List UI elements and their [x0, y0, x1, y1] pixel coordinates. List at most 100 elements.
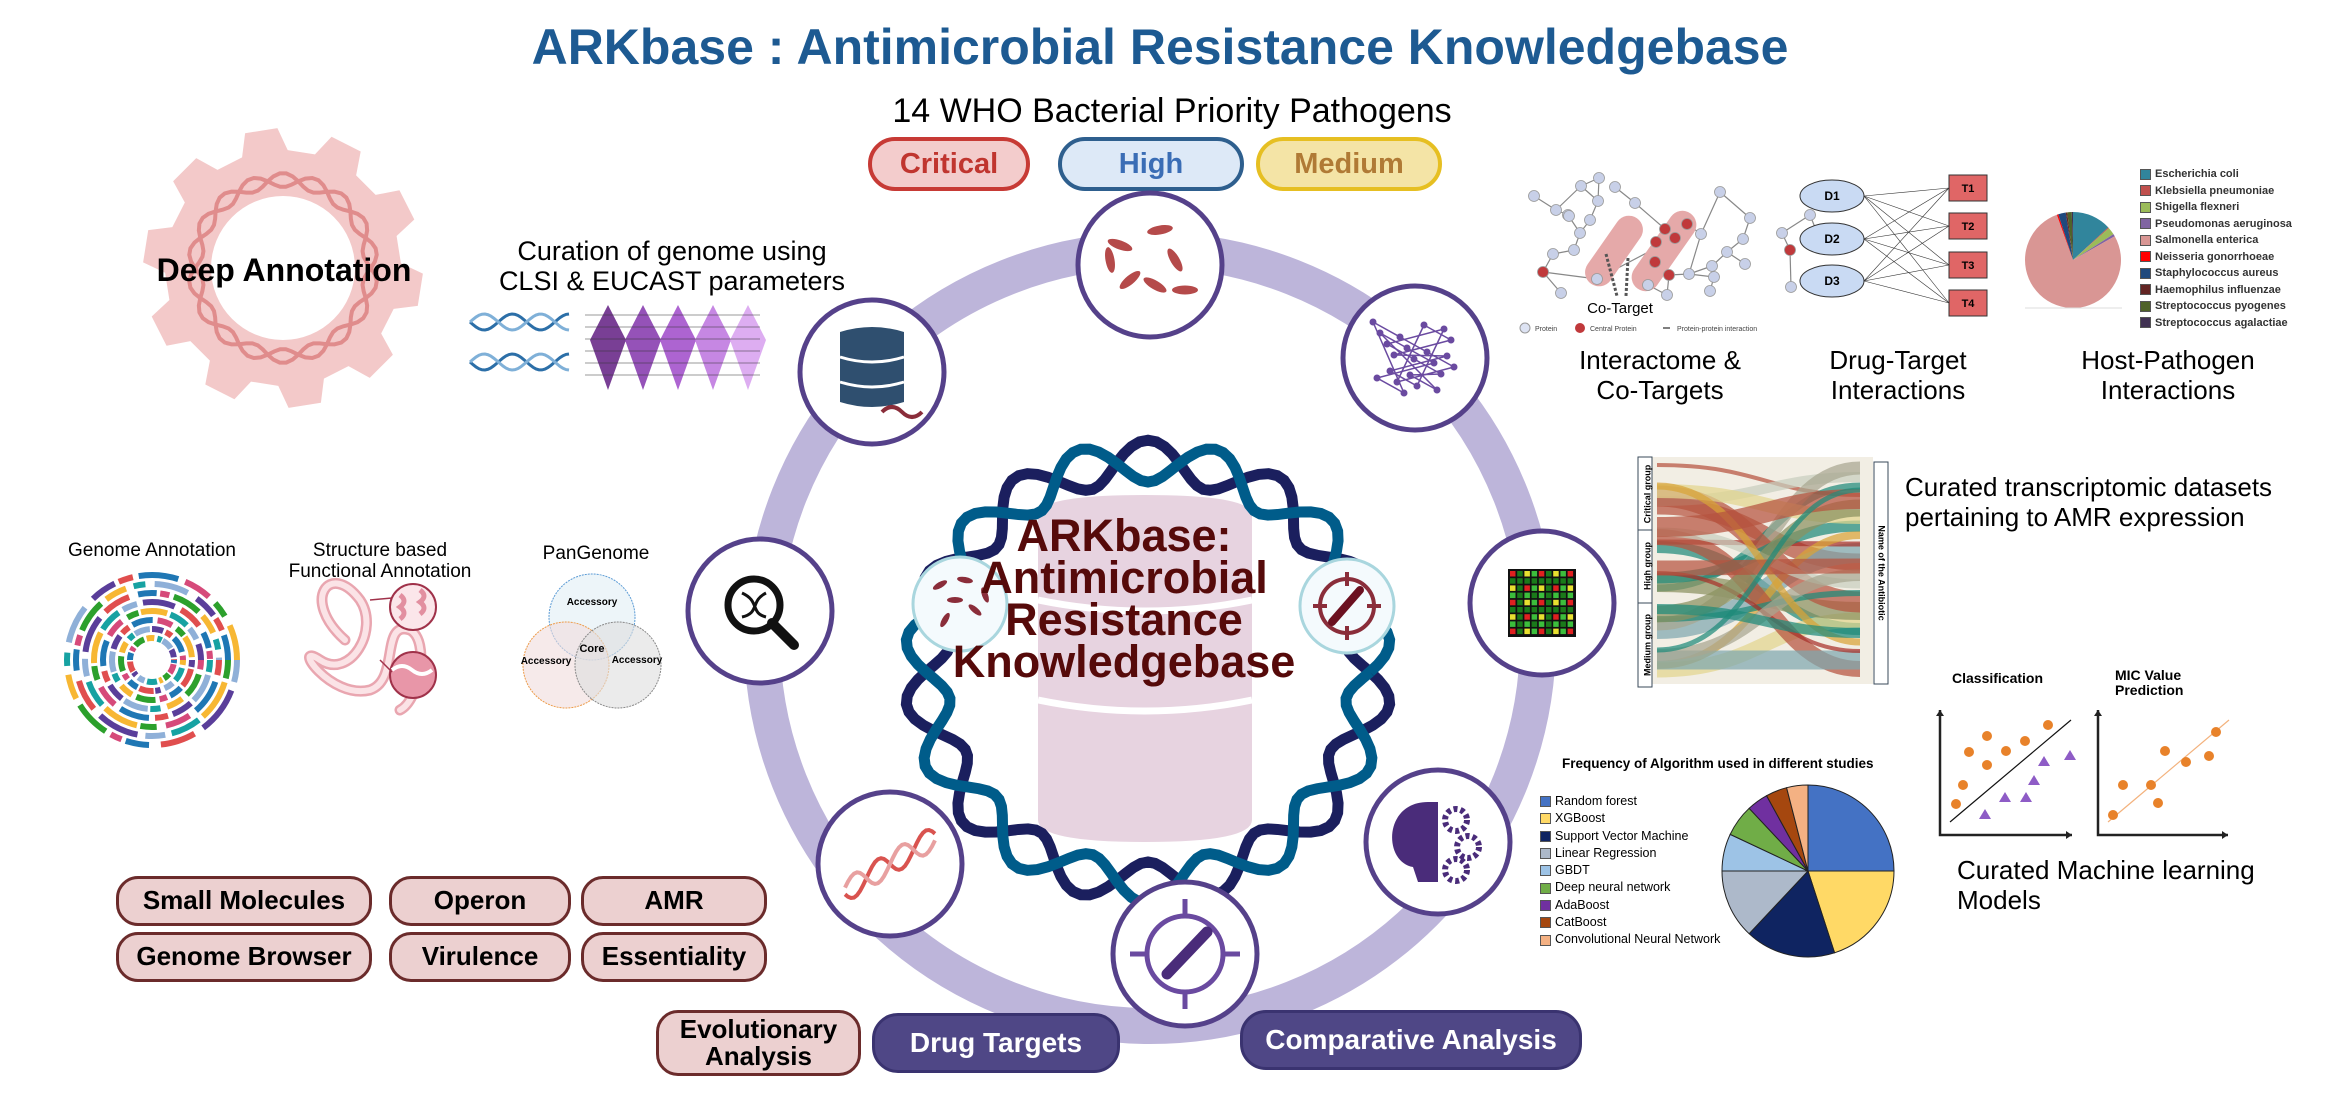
- legend-label: Linear Regression: [1555, 845, 1657, 860]
- class-point-triangle: [1999, 792, 2011, 802]
- mic-prediction-title: MIC Value Prediction: [2115, 668, 2183, 698]
- venn-accessory-label: Accessory: [612, 655, 663, 666]
- priority-medium-badge[interactable]: Medium: [1256, 137, 1442, 191]
- class-point: [1958, 780, 1968, 790]
- legend-item: Staphylococcus aureus: [2140, 265, 2292, 282]
- genome-annotation-label: Genome Annotation: [68, 540, 236, 561]
- legend-swatch: [2140, 185, 2151, 197]
- class-point-triangle: [2038, 756, 2050, 766]
- ml-label: Curated Machine learning Models: [1957, 855, 2255, 915]
- center-title-line: Antimicrobial: [980, 552, 1268, 603]
- algorithm-chart-title: Frequency of Algorithm used in different…: [1562, 756, 1874, 771]
- dna-search-icon: [685, 536, 835, 686]
- bacteria-icon: [1075, 190, 1225, 340]
- drug-node: [1799, 179, 1865, 213]
- protein-legend-label: Protein: [1535, 326, 1557, 333]
- classification-title: Classification: [1952, 670, 2044, 686]
- mic-point: [2108, 810, 2118, 820]
- legend-item: Streptococcus pyogenes: [2140, 298, 2292, 315]
- legend-label: XGBoost: [1555, 811, 1606, 826]
- interactome-label-line: Co-Targets: [1596, 375, 1724, 405]
- module-evolutionary-analysis[interactable]: Evolutionary Analysis: [656, 1010, 861, 1076]
- host-slice-staphylococcus-aureus: [2058, 212, 2073, 260]
- feature-essentiality[interactable]: Essentiality: [581, 932, 767, 982]
- genome-annotation-circos-icon: [64, 572, 240, 748]
- feature-amr[interactable]: AMR: [581, 876, 767, 926]
- legend-item: GBDT: [1540, 862, 1720, 879]
- class-point: [1964, 747, 1974, 757]
- legend-label: CatBoost: [1555, 915, 1607, 930]
- module-comparative-analysis[interactable]: Comparative Analysis: [1240, 1010, 1582, 1070]
- mic-point: [2118, 780, 2128, 790]
- database-dna-icon: [797, 297, 947, 447]
- algo-slice-random-forest: [1807, 784, 1895, 872]
- drug-label: D1: [1824, 189, 1840, 203]
- legend-swatch: [1540, 813, 1551, 825]
- mic-point: [2153, 798, 2163, 808]
- transcriptomic-label-line: pertaining to AMR expression: [1905, 502, 2245, 532]
- legend-label: Escherichia coli: [2155, 168, 2239, 180]
- algorithm-frequency-pie-chart: [1721, 784, 1895, 958]
- center-target-icon: [1298, 557, 1396, 655]
- target-node: [1948, 251, 1988, 279]
- legend-item: Neisseria gonorrhoeae: [2140, 249, 2292, 266]
- legend-label: Neisseria gonorrhoeae: [2155, 250, 2275, 263]
- priority-high-badge[interactable]: High: [1058, 137, 1244, 191]
- module-drug-targets[interactable]: Drug Targets: [872, 1013, 1120, 1073]
- class-point: [1951, 799, 1961, 809]
- legend-item: Convolutional Neural Network: [1540, 931, 1720, 948]
- host-slice-streptococcus-agalactiae: [2071, 212, 2073, 260]
- drug-label: D2: [1824, 232, 1840, 246]
- legend-item: Haemophilus influenzae: [2140, 282, 2292, 299]
- transcriptomic-label-line: Curated transcriptomic datasets: [1905, 472, 2273, 502]
- database-icon: [1037, 495, 1253, 842]
- legend-item: Streptococcus agalactiae: [2140, 315, 2292, 332]
- legend-swatch: [2140, 317, 2151, 329]
- drug-target-label-line: Drug-Target: [1829, 345, 1967, 375]
- legend-item: Linear Regression: [1540, 845, 1720, 862]
- legend-swatch: [1540, 865, 1551, 877]
- mic-point: [2181, 757, 2191, 767]
- mic-point: [2211, 727, 2221, 737]
- legend-item: Escherichia coli: [2140, 166, 2292, 183]
- legend-item: Salmonella enterica: [2140, 232, 2292, 249]
- curation-dna-filter-icon: [469, 305, 766, 390]
- class-point-triangle: [2028, 775, 2040, 785]
- legend-label: Deep neural network: [1555, 880, 1671, 895]
- drug-target-label: Drug-Target Interactions: [1829, 345, 1966, 405]
- legend-swatch: [2140, 234, 2151, 246]
- legend-label: Haemophilus influenzae: [2155, 283, 2281, 296]
- legend-swatch: [2140, 168, 2151, 180]
- feature-small-molecules[interactable]: Small Molecules: [116, 876, 372, 926]
- host-slice-pseudomonas-aeruginosa: [2073, 234, 2115, 260]
- feature-operon[interactable]: Operon: [389, 876, 571, 926]
- legend-swatch: [1540, 899, 1551, 911]
- drug-node: [1799, 222, 1865, 256]
- central-protein-legend-marker: [1575, 323, 1585, 333]
- legend-swatch: [2140, 267, 2151, 279]
- legend-label: Support Vector Machine: [1555, 828, 1689, 843]
- algo-slice-support-vector-machine: [1748, 870, 1836, 958]
- legend-swatch: [1540, 934, 1551, 946]
- mic-point: [2160, 746, 2170, 756]
- feature-virulence[interactable]: Virulence: [389, 932, 571, 982]
- legend-swatch: [2140, 284, 2151, 296]
- pangenome-label: PanGenome: [542, 543, 650, 564]
- venn-accessory-label: Accessory: [567, 597, 618, 608]
- curation-line: CLSI & EUCAST parameters: [498, 266, 846, 296]
- feature-genome-browser[interactable]: Genome Browser: [116, 932, 372, 982]
- legend-swatch: [1540, 830, 1551, 842]
- priority-critical-badge[interactable]: Critical: [868, 137, 1030, 191]
- gear-icon: [143, 128, 423, 408]
- class-point: [1982, 760, 1992, 770]
- class-point-triangle: [2064, 750, 2076, 760]
- legend-swatch: [2140, 251, 2151, 263]
- target-label: T2: [1962, 221, 1975, 233]
- legend-item: Support Vector Machine: [1540, 828, 1720, 845]
- ml-model-plots: [1936, 710, 2230, 839]
- legend-label: GBDT: [1555, 863, 1590, 878]
- drug-label: D3: [1824, 274, 1840, 288]
